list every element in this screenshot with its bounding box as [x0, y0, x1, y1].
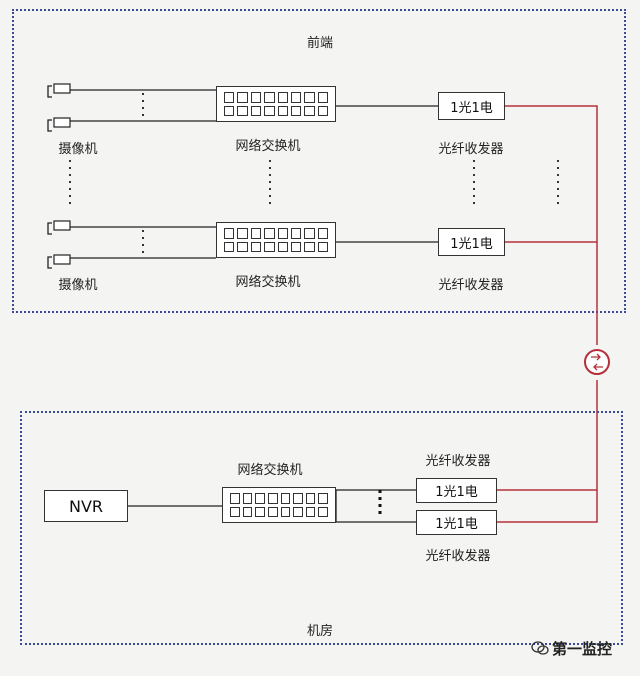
- switch-label: 网络交换机: [235, 275, 301, 290]
- room-fiber-converter-top: 1光1电: [416, 478, 497, 503]
- camera-body-2: [53, 117, 71, 128]
- camera-label: 摄像机: [58, 142, 98, 157]
- camera-body-3: [53, 220, 71, 231]
- machine-room-zone: [20, 411, 623, 645]
- camera-mount-4: [47, 256, 52, 269]
- network-switch: [216, 86, 336, 122]
- nvr-box: NVR: [44, 490, 128, 522]
- room-converter-label-top: 光纤收发器: [425, 454, 491, 469]
- machine-room-label: 机房: [306, 624, 334, 639]
- room-network-switch: [222, 487, 336, 523]
- switch-label: 网络交换机: [235, 139, 301, 154]
- network-switch: [216, 222, 336, 258]
- converter-label: 光纤收发器: [438, 278, 504, 293]
- camera-mount-2: [47, 119, 52, 132]
- room-converter-label-bottom: 光纤收发器: [425, 549, 491, 564]
- fiber-converter: 1光1电: [438, 228, 505, 256]
- room-switch-label: 网络交换机: [237, 463, 303, 478]
- room-fiber-converter-bottom: 1光1电: [416, 510, 497, 535]
- watermark-text: 第一监控: [552, 640, 613, 658]
- camera-label: 摄像机: [58, 278, 98, 293]
- fiber-line-trunk-top: [505, 105, 598, 345]
- front-end-label: 前端: [306, 36, 334, 51]
- camera-body-4: [53, 254, 71, 265]
- camera-mount-1: [47, 85, 52, 98]
- camera-mount-3: [47, 222, 52, 235]
- fiber-line-trunk-bottom: [497, 380, 598, 523]
- wechat-logo-icon: [531, 641, 549, 655]
- front-end-zone: [12, 9, 626, 313]
- camera-body-1: [53, 83, 71, 94]
- fiber-link-icon: [584, 349, 610, 375]
- fiber-converter: 1光1电: [438, 92, 505, 120]
- converter-label: 光纤收发器: [438, 142, 504, 157]
